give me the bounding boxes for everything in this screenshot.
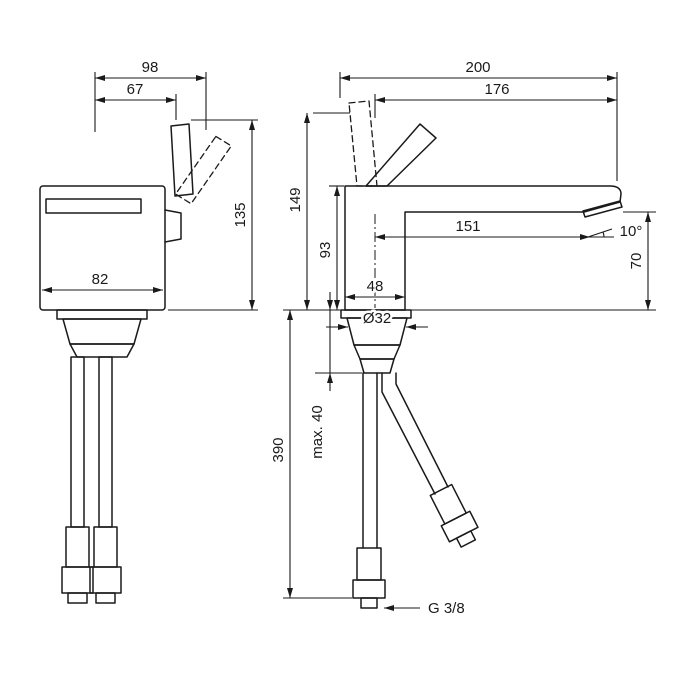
side-view-dimensions: 200 176 149 93 151 10° 70 48 Ø32 390 max… xyxy=(270,59,656,617)
angled-hose-inner xyxy=(395,372,449,488)
dim-176-label: 176 xyxy=(484,81,509,98)
dim-98-label: 98 xyxy=(142,59,159,76)
hose-tip-left xyxy=(67,592,88,604)
dim-g38-label: G 3/8 xyxy=(428,600,465,617)
handle-lever-front xyxy=(170,123,194,197)
dim-149-label: 149 xyxy=(287,187,304,212)
front-view-dimensions: 98 67 135 82 xyxy=(42,59,258,311)
dim-48-label: 48 xyxy=(367,278,384,295)
handle-lever-side xyxy=(365,123,437,187)
straight-hose-tip xyxy=(360,597,378,609)
hose-crimp-left xyxy=(65,526,90,568)
dim-70-label: 70 xyxy=(628,253,645,270)
handle-lever-front-alt-position xyxy=(174,135,232,205)
angled-hose-outer xyxy=(381,372,436,495)
dim-151-label: 151 xyxy=(455,218,480,235)
front-view xyxy=(39,123,232,604)
handle-lever-side-alt-position xyxy=(348,100,378,187)
base-washer-front xyxy=(56,309,148,320)
dim-200-label: 200 xyxy=(465,59,490,76)
dim-390-label: 390 xyxy=(270,437,287,462)
supply-hose-right xyxy=(98,356,113,528)
dim-max40-label: max. 40 xyxy=(309,405,326,458)
supply-hose-left xyxy=(70,356,85,528)
side-view xyxy=(340,100,623,609)
angled-hose-end xyxy=(429,483,479,548)
hose-nut-right xyxy=(89,566,122,594)
faucet-body-side xyxy=(344,185,622,311)
straight-hose-crimp xyxy=(356,547,382,581)
faucet-body-front xyxy=(39,185,166,311)
hose-tip-right xyxy=(95,592,116,604)
locknut-side xyxy=(359,358,395,374)
handle-hub-front xyxy=(164,209,182,243)
hose-nut-left xyxy=(61,566,94,594)
straight-hose-nut xyxy=(352,579,386,599)
dim-82-label: 82 xyxy=(92,271,109,288)
mounting-nut-front xyxy=(62,318,142,345)
dim-10deg-label: 10° xyxy=(620,223,643,240)
mounting-collar-side xyxy=(353,344,401,360)
hose-crimp-right xyxy=(93,526,118,568)
aerator-side xyxy=(582,200,623,218)
angled-hose-tip xyxy=(455,530,477,548)
dim-67-label: 67 xyxy=(127,81,144,98)
aerator-slot-front xyxy=(45,198,142,214)
mounting-collar-front xyxy=(69,343,135,358)
dim-93-label: 93 xyxy=(317,242,334,259)
dim-d32-label: Ø32 xyxy=(363,310,391,327)
dim-135-label: 135 xyxy=(232,202,249,227)
angled-hose-crimp xyxy=(429,483,467,525)
